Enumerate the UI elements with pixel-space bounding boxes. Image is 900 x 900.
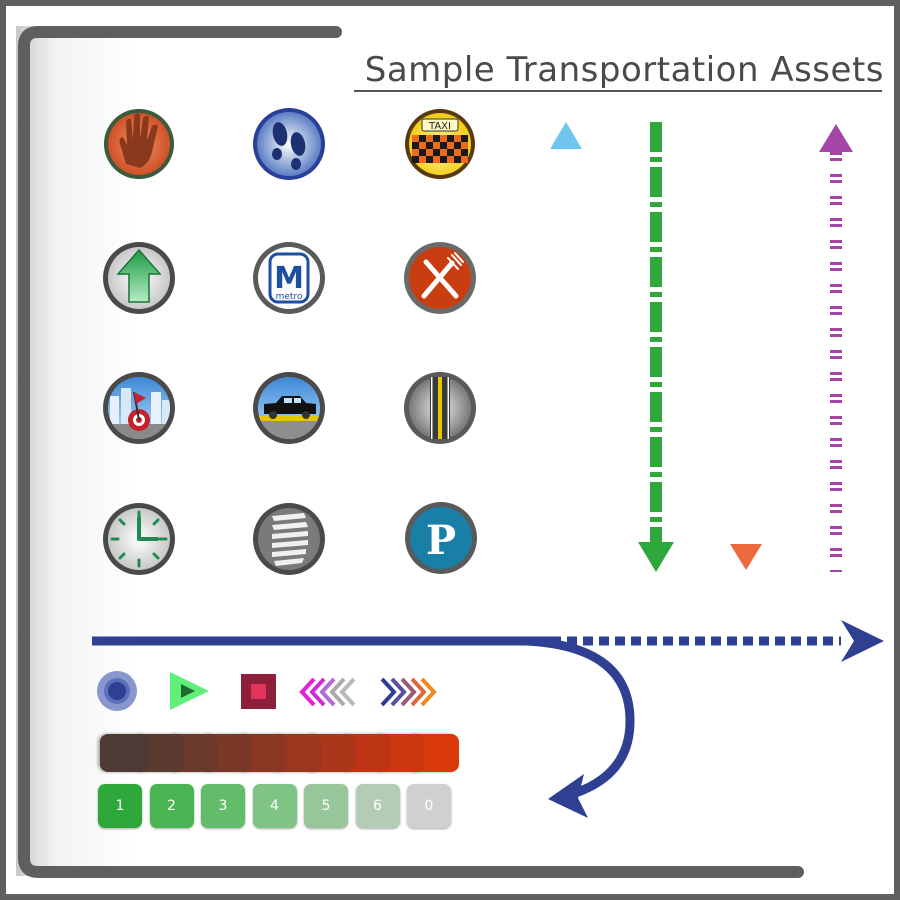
up-arrow-icon bbox=[103, 242, 175, 314]
number-badge[interactable]: 5 bbox=[304, 784, 348, 828]
color-strip-segment bbox=[100, 734, 148, 772]
number-badge[interactable]: 1 bbox=[98, 784, 142, 828]
canvas: TAXI M metro bbox=[6, 6, 894, 894]
forward-chevrons-icon bbox=[380, 677, 437, 707]
play-icon bbox=[170, 672, 209, 710]
frame-bracket bbox=[18, 26, 804, 878]
page-title: Sample Transportation Assets bbox=[364, 50, 884, 90]
orange-down-arrow bbox=[730, 122, 762, 570]
clock-icon bbox=[103, 503, 175, 575]
route-arrow-right bbox=[92, 620, 884, 662]
stop-hand-icon bbox=[104, 109, 174, 179]
purple-up-arrow bbox=[819, 124, 853, 572]
route-arrow-curve bbox=[525, 636, 635, 818]
record-icon bbox=[97, 671, 137, 711]
metro-word: metro bbox=[276, 292, 303, 302]
metro-letter: M bbox=[274, 261, 304, 296]
stop-icon bbox=[241, 674, 276, 709]
rewind-chevrons-icon bbox=[299, 677, 356, 707]
green-down-arrow bbox=[638, 122, 674, 572]
car-icon bbox=[253, 372, 325, 444]
taxi-icon: TAXI bbox=[405, 109, 475, 179]
parking-icon: P bbox=[405, 502, 477, 574]
road-icon bbox=[404, 372, 476, 444]
number-badge[interactable]: 6 bbox=[355, 784, 400, 828]
title-underline bbox=[354, 90, 882, 92]
number-badge[interactable]: 2 bbox=[149, 784, 194, 828]
taxi-label: TAXI bbox=[428, 121, 451, 132]
number-badge[interactable]: 0 bbox=[407, 784, 451, 828]
light-blue-up-arrow bbox=[550, 122, 582, 570]
asset-artwork: TAXI M metro bbox=[18, 26, 884, 878]
metro-icon: M metro bbox=[253, 242, 325, 314]
number-badge[interactable]: 4 bbox=[252, 784, 297, 828]
restaurant-icon bbox=[404, 242, 476, 314]
crosswalk-icon bbox=[253, 503, 325, 575]
destination-pin-icon bbox=[103, 372, 175, 444]
number-badge[interactable]: 3 bbox=[201, 784, 245, 828]
parking-letter: P bbox=[426, 517, 456, 564]
footsteps-icon bbox=[253, 108, 325, 180]
